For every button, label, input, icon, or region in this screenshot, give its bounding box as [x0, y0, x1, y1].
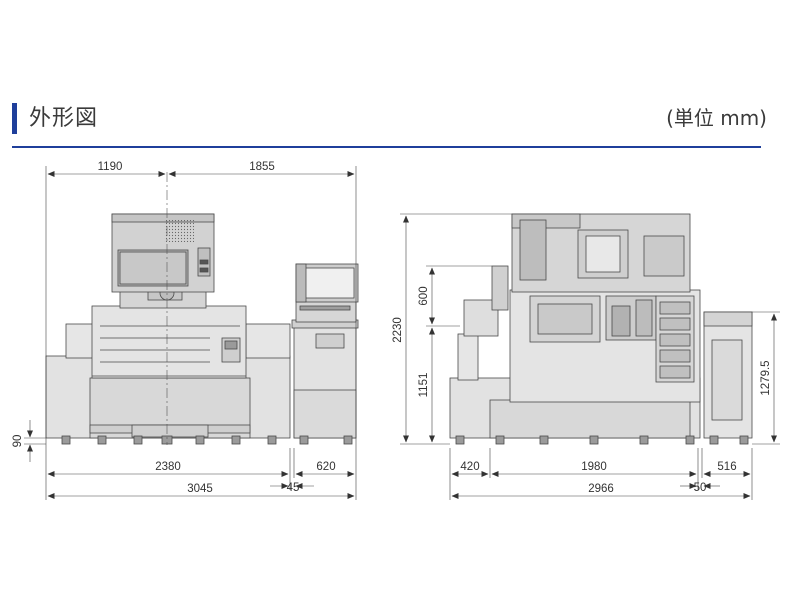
dim-front-top-left: 1190: [98, 161, 123, 173]
dimension-labels: 1190 1855 2380 620 45 3045 90 2230 600 1…: [12, 161, 772, 495]
dim-front-bottom-gap: 45: [287, 482, 300, 494]
title-accent-bar: [12, 103, 17, 134]
dim-front-bottom-right: 620: [316, 461, 335, 473]
dim-front-bottom-total: 3045: [187, 483, 213, 495]
dimension-lines: [24, 166, 780, 500]
header-divider: [12, 146, 761, 148]
dim-front-top-right: 1855: [249, 161, 275, 173]
dim-side-height-total: 2230: [392, 317, 404, 343]
front-view: [45, 213, 359, 445]
dim-side-height-top: 600: [418, 286, 430, 305]
dim-side-height-right: 1279.5: [760, 360, 772, 395]
dim-side-bottom-total: 2966: [588, 483, 614, 495]
dim-side-height-lower: 1151: [418, 373, 430, 398]
unit-label: (単位 mm): [666, 106, 767, 130]
header: 外形図 (単位 mm): [0, 0, 800, 160]
dim-front-left-foot: 90: [12, 435, 24, 448]
dim-side-bottom-main: 1980: [581, 461, 607, 473]
dim-side-bottom-left: 420: [460, 461, 479, 473]
dim-front-bottom-main: 2380: [155, 461, 181, 473]
dim-side-bottom-gap: 50: [694, 482, 707, 494]
side-view: [449, 213, 753, 445]
page-title: 外形図: [29, 106, 99, 131]
dim-side-bottom-right: 516: [717, 461, 736, 473]
